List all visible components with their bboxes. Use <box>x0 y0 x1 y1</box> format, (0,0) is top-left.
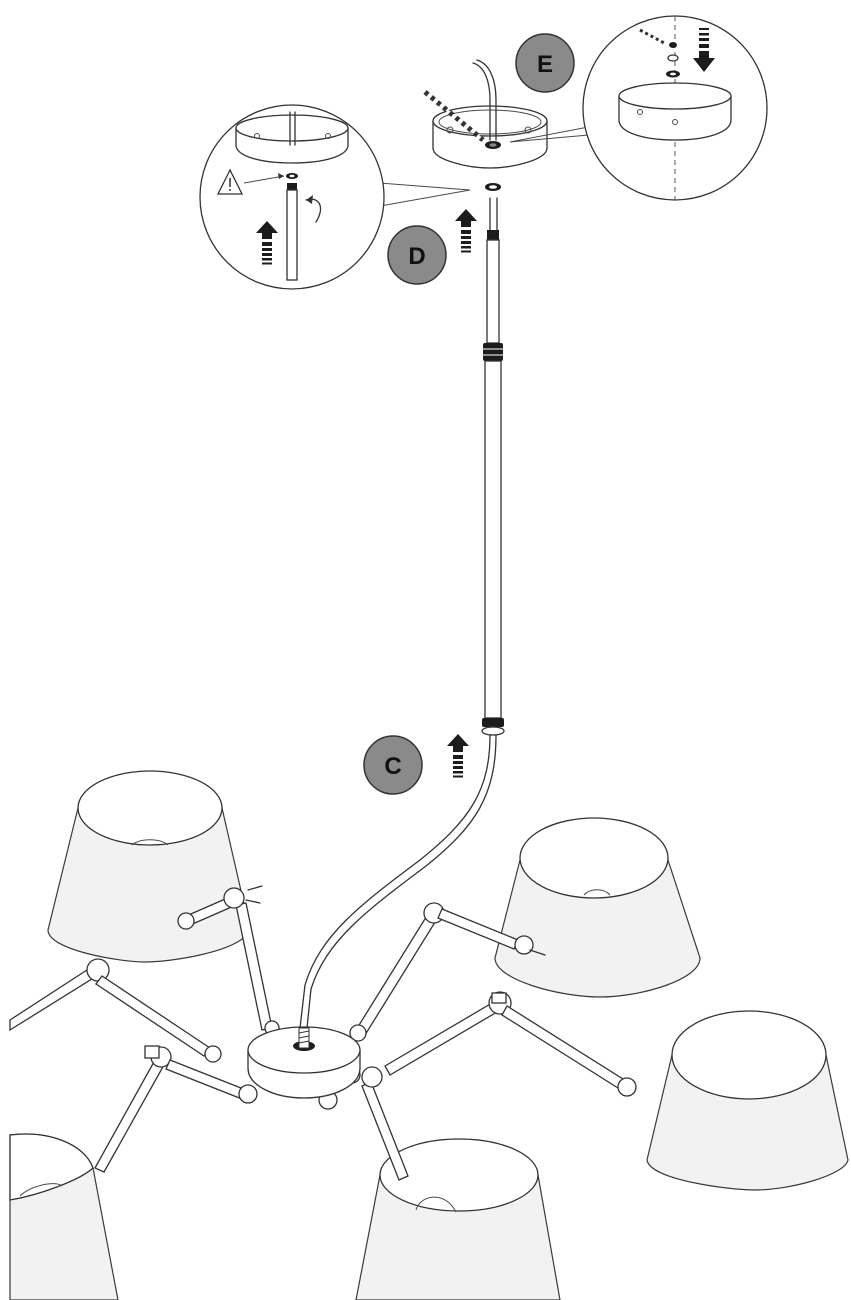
lamp-shade-bottom-left <box>9 1133 119 1300</box>
lamp-shade-top-right <box>494 817 701 998</box>
lamp-shade-top-left <box>47 770 251 963</box>
detail-callout-rod-fixing <box>199 104 471 290</box>
ceiling-canopy <box>423 59 548 169</box>
lamp-shade-bottom-center <box>355 1138 561 1300</box>
step-label-c: C <box>384 753 401 780</box>
step-badge-e: E <box>515 33 575 93</box>
lamp-arms <box>9 885 637 1181</box>
lamp-shade-right <box>646 1010 849 1191</box>
step-badge-c: C <box>363 735 423 795</box>
washer <box>485 183 501 191</box>
warning-triangle-icon <box>216 168 244 195</box>
up-arrow-icon <box>455 209 477 253</box>
stem-rod <box>481 197 505 736</box>
central-hub <box>247 1026 361 1099</box>
step-label-e: E <box>537 51 553 78</box>
step-label-d: D <box>408 243 425 270</box>
cable <box>299 734 497 1029</box>
up-arrow-icon <box>447 734 469 778</box>
down-arrow-icon <box>693 28 715 72</box>
detail-callout-canopy-screw <box>509 15 768 201</box>
step-badge-d: D <box>387 225 447 285</box>
